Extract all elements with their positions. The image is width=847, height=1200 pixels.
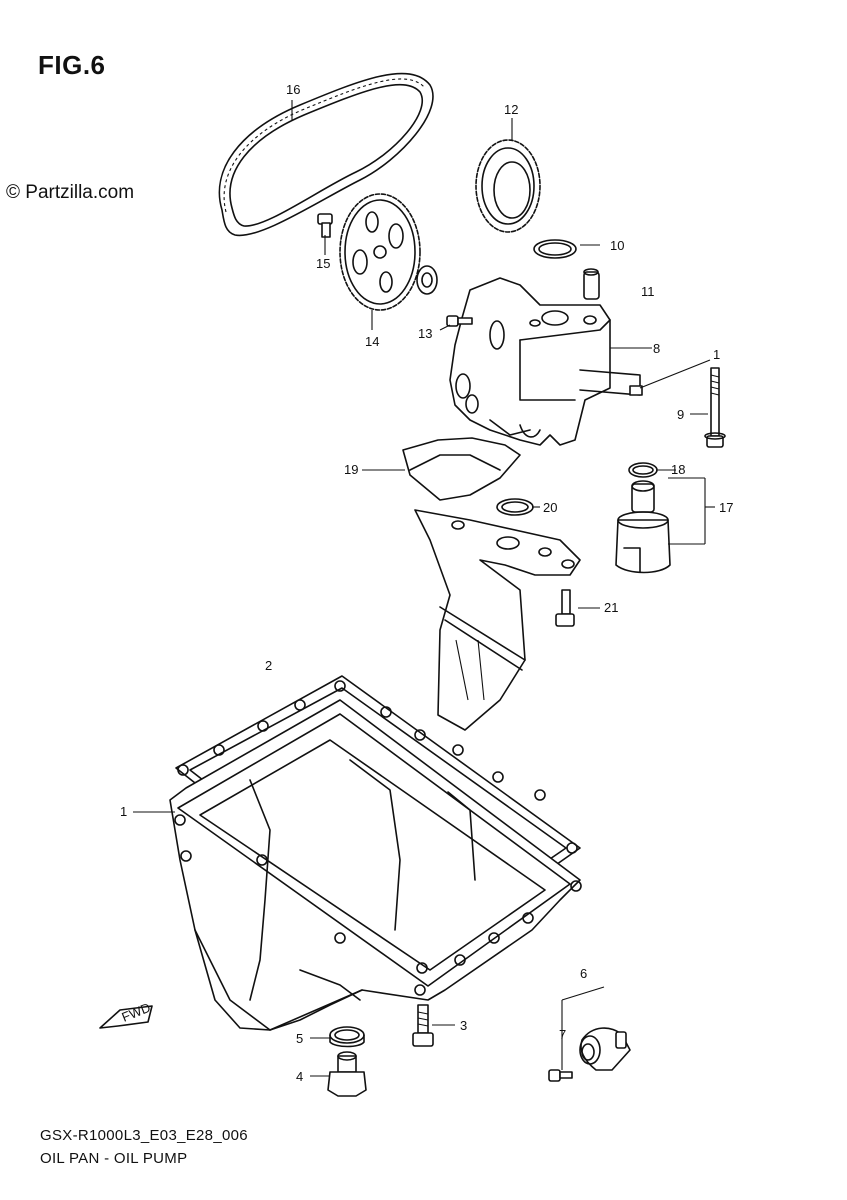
bolt-part-3[interactable] xyxy=(412,1004,434,1047)
bolt-part-21[interactable] xyxy=(555,589,575,627)
callout-13: 13 xyxy=(418,326,432,341)
callout-17: 17 xyxy=(719,500,733,515)
callout-15: 15 xyxy=(316,256,330,271)
oil-pump-part-8[interactable] xyxy=(449,277,643,446)
callout-1-upper: 1 xyxy=(713,347,720,362)
callout-5: 5 xyxy=(296,1031,303,1046)
pan-bolt-holes xyxy=(174,680,582,996)
callout-18: 18 xyxy=(671,462,685,477)
callout-20: 20 xyxy=(543,500,557,515)
callout-4: 4 xyxy=(296,1069,303,1084)
o-ring-part-10[interactable] xyxy=(533,239,577,259)
callout-19: 19 xyxy=(344,462,358,477)
partzilla-watermark: © Partzilla.com xyxy=(6,182,135,203)
callout-labels: 16 12 15 14 13 10 11 8 1 9 18 17 19 20 2… xyxy=(120,82,733,1084)
diagram-title: OIL PAN - OIL PUMP xyxy=(40,1150,188,1167)
sprocket-part-12[interactable] xyxy=(475,139,541,233)
callout-9: 9 xyxy=(677,407,684,422)
leader-lines xyxy=(133,100,715,1077)
callout-21: 21 xyxy=(604,600,618,615)
bolt-part-13[interactable] xyxy=(446,315,473,327)
washer[interactable] xyxy=(416,265,438,295)
o-ring-part-20[interactable] xyxy=(496,498,534,516)
oil-strainer[interactable] xyxy=(414,509,581,731)
callout-12: 12 xyxy=(504,102,518,117)
drain-plug-part-4[interactable] xyxy=(327,1051,367,1097)
oil-pressure-switch-part-6[interactable] xyxy=(579,1027,631,1071)
callout-6: 6 xyxy=(580,966,587,981)
dowel-pin-part-11[interactable] xyxy=(583,268,600,300)
drive-chain-part-16[interactable] xyxy=(218,72,434,237)
callout-16: 16 xyxy=(286,82,300,97)
callout-10: 10 xyxy=(610,238,624,253)
callout-3: 3 xyxy=(460,1018,467,1033)
callout-1: 1 xyxy=(120,804,127,819)
oil-pan-part-1[interactable] xyxy=(169,699,581,1031)
callout-8: 8 xyxy=(653,341,660,356)
gasket-part-5[interactable] xyxy=(329,1026,365,1048)
baffle-part-19[interactable] xyxy=(402,437,521,501)
callout-2: 2 xyxy=(265,658,272,673)
bolt-part-9[interactable] xyxy=(704,367,726,448)
fwd-arrow-icon: FWD xyxy=(99,1000,153,1029)
screw-part-7[interactable] xyxy=(548,1069,573,1082)
callout-14: 14 xyxy=(365,334,379,349)
o-ring-part-18[interactable] xyxy=(628,462,658,478)
callout-11: 11 xyxy=(641,284,655,299)
bolt-part-15[interactable] xyxy=(317,213,333,238)
driven-gear-part-14[interactable] xyxy=(339,193,421,311)
diagram-code: GSX-R1000L3_E03_E28_006 xyxy=(40,1127,248,1144)
figure-title: FIG.6 xyxy=(38,50,106,80)
relief-valve-part-17[interactable] xyxy=(615,480,671,574)
callout-7: 7 xyxy=(559,1027,566,1042)
